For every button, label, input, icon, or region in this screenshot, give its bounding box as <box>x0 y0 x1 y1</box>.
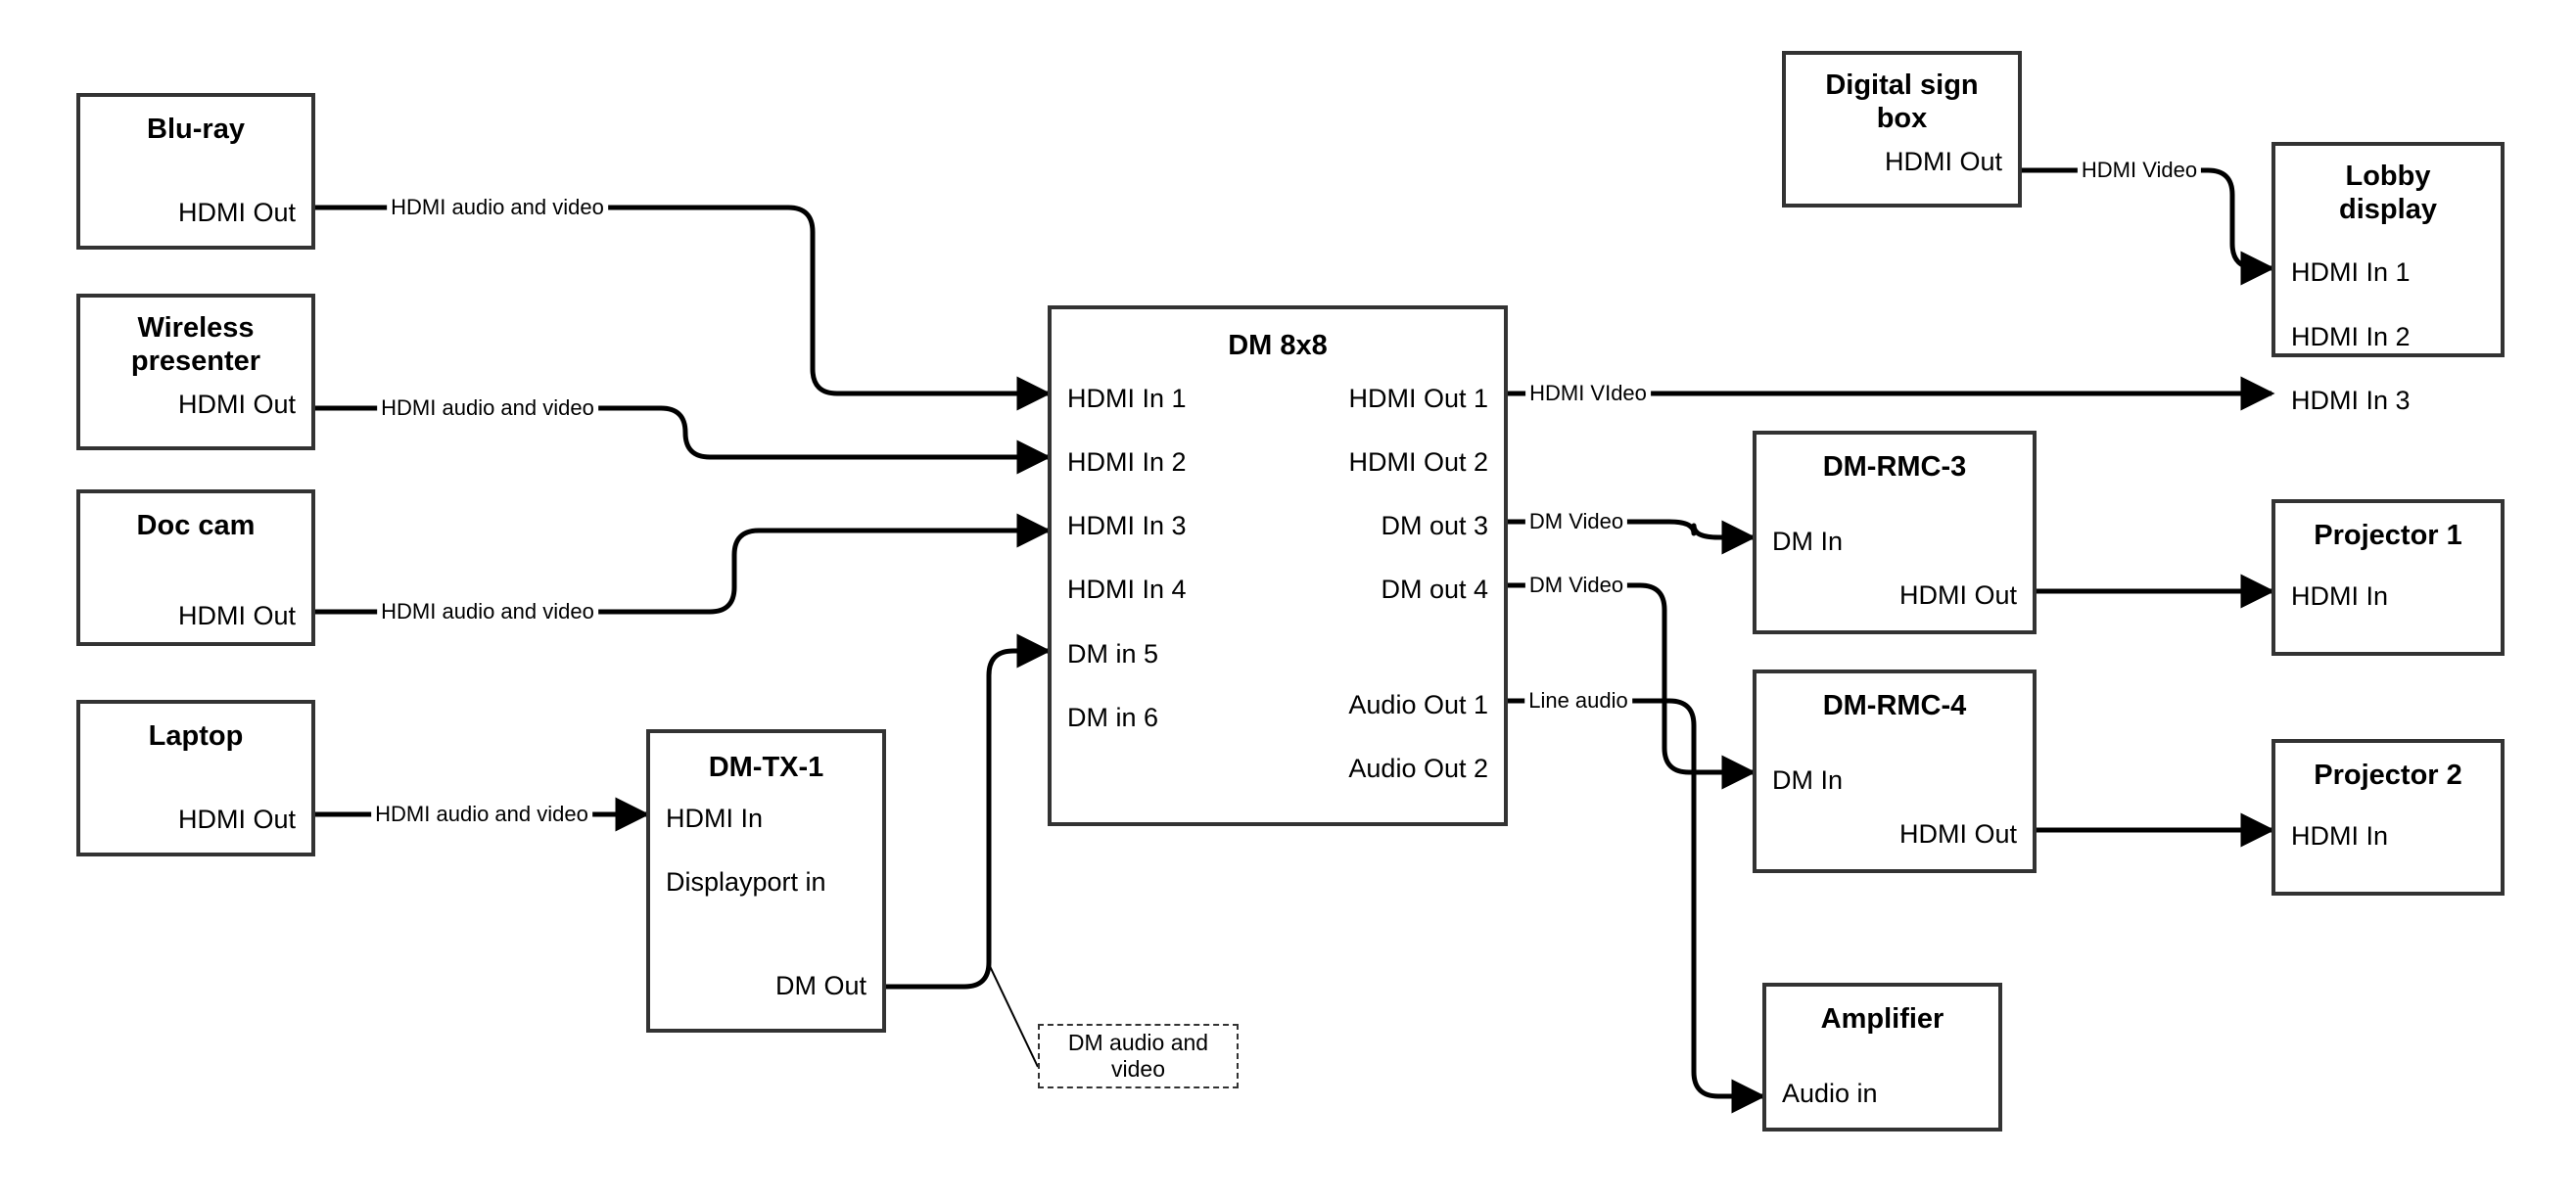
node-lobby-display[interactable]: Lobby display HDMI In 1 HDMI In 2 HDMI I… <box>2272 142 2505 415</box>
wire-label-bluray: HDMI audio and video <box>387 196 608 219</box>
wire-signbox-to-lobby <box>2022 167 2275 286</box>
wire-wireless-to-dm8x8 <box>315 405 1052 475</box>
port-hdmi-in-3: HDMI In 3 <box>2291 386 2411 415</box>
node-title: Projector 1 <box>2314 520 2462 551</box>
port-dm-in: DM In <box>1772 527 1844 556</box>
port-hdmi-out: HDMI Out <box>177 805 296 834</box>
node-title: Amplifier <box>1820 1003 1944 1035</box>
port-displayport-in: Displayport in <box>666 867 826 897</box>
port-hdmi-in-4: HDMI In 4 <box>1067 575 1187 604</box>
port-hdmi-out: HDMI Out <box>1898 819 2017 849</box>
wire-bluray-to-dm8x8 <box>315 205 1052 411</box>
port-hdmi-in-2: HDMI In 2 <box>1067 447 1187 477</box>
port-audio-in: Audio in <box>1782 1079 1878 1108</box>
port-audio-out-1: Audio Out 1 <box>1348 690 1488 719</box>
node-bluray[interactable]: Blu-ray HDMI Out <box>76 93 315 250</box>
node-title: Digital sign box <box>1825 69 1979 134</box>
node-title: DM-TX-1 <box>708 752 824 783</box>
wire-label-laptop: HDMI audio and video <box>371 803 592 826</box>
wire-label-hdmi-out-1: HDMI VIdeo <box>1525 382 1651 405</box>
leader-line-dm-audio-video <box>988 963 1039 1068</box>
port-hdmi-in-1: HDMI In 1 <box>1067 384 1187 413</box>
port-hdmi-in-3: HDMI In 3 <box>1067 511 1187 540</box>
port-hdmi-in: HDMI In <box>2291 821 2389 851</box>
node-title: DM 8x8 <box>1228 330 1328 361</box>
node-dm-rmc-3[interactable]: DM-RMC-3 DM In HDMI Out <box>1753 431 2037 634</box>
node-digital-sign-box[interactable]: Digital sign box HDMI Out <box>1782 51 2022 208</box>
node-title: Lobby display <box>2339 161 2437 225</box>
callout-dm-audio-video: DM audio and video <box>1038 1024 1239 1088</box>
wire-label-dm-out-3: DM Video <box>1524 510 1628 533</box>
port-hdmi-in-2: HDMI In 2 <box>2291 322 2411 351</box>
wire-dmtx1-to-dm8x8 <box>886 633 1052 990</box>
wire-audioout1-to-amplifier <box>1508 698 1766 1114</box>
port-dm-in: DM In <box>1772 765 1844 795</box>
node-title: Laptop <box>148 720 244 752</box>
node-projector-2[interactable]: Projector 2 HDMI In <box>2272 739 2505 896</box>
wire-label-doccam: HDMI audio and video <box>377 600 598 624</box>
port-audio-out-2: Audio Out 2 <box>1348 754 1488 783</box>
wire-dmout4-to-dmrmc4 <box>1508 582 1756 790</box>
port-hdmi-in-1: HDMI In 1 <box>2291 257 2411 287</box>
port-dm-out-3: DM out 3 <box>1381 511 1488 540</box>
port-dm-out: DM Out <box>774 971 866 1000</box>
node-title: DM-RMC-3 <box>1822 451 1967 483</box>
port-dm-in-6: DM in 6 <box>1067 703 1159 732</box>
wire-doccam-to-dm8x8 <box>315 513 1052 615</box>
wire-label-dm-out-4: DM Video <box>1524 574 1628 597</box>
node-title: DM-RMC-4 <box>1822 690 1967 721</box>
wire-label-audio-out-1: Line audio <box>1524 689 1632 713</box>
node-amplifier[interactable]: Amplifier Audio in <box>1762 983 2002 1132</box>
wire-label-sign: HDMI Video <box>2077 159 2202 182</box>
node-wireless-presenter[interactable]: Wireless presenter HDMI Out <box>76 294 315 450</box>
node-title: Doc cam <box>136 510 256 541</box>
node-title: Wireless presenter <box>130 312 261 377</box>
port-hdmi-out: HDMI Out <box>1898 580 2017 610</box>
node-title: Blu-ray <box>147 114 245 145</box>
port-hdmi-in: HDMI In <box>666 804 764 833</box>
port-hdmi-out-1: HDMI Out 1 <box>1348 384 1488 413</box>
port-dm-out-4: DM out 4 <box>1381 575 1488 604</box>
port-hdmi-out: HDMI Out <box>177 198 296 227</box>
node-dm-8x8[interactable]: DM 8x8 HDMI In 1 HDMI In 2 HDMI In 3 HDM… <box>1048 305 1508 826</box>
port-hdmi-out-2: HDMI Out 2 <box>1348 447 1488 477</box>
node-laptop[interactable]: Laptop HDMI Out <box>76 700 315 856</box>
node-projector-1[interactable]: Projector 1 HDMI In <box>2272 499 2505 656</box>
port-hdmi-out: HDMI Out <box>177 601 296 630</box>
wire-label-wireless: HDMI audio and video <box>377 396 598 420</box>
port-hdmi-out: HDMI Out <box>177 390 296 419</box>
node-title: Projector 2 <box>2314 760 2462 791</box>
node-dm-rmc-4[interactable]: DM-RMC-4 DM In HDMI Out <box>1753 670 2037 873</box>
node-doc-cam[interactable]: Doc cam HDMI Out <box>76 489 315 646</box>
node-dm-tx-1[interactable]: DM-TX-1 HDMI In Displayport in DM Out <box>646 729 886 1033</box>
port-hdmi-in: HDMI In <box>2291 581 2389 611</box>
port-hdmi-out: HDMI Out <box>1884 147 2002 176</box>
port-dm-in-5: DM in 5 <box>1067 639 1159 669</box>
wire-dmout3-to-dmrmc3 <box>1508 519 1756 555</box>
